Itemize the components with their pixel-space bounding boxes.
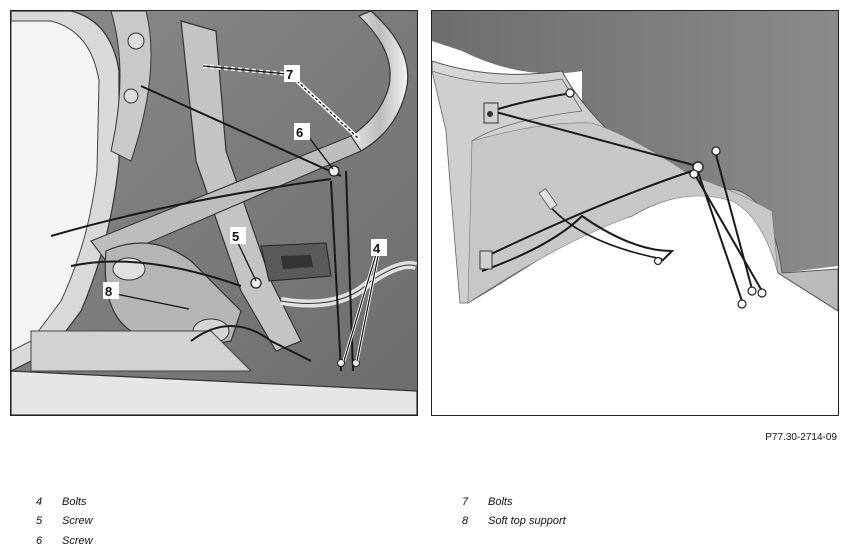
legend-number: 7 — [462, 495, 469, 508]
callout-7: 7 — [286, 67, 293, 82]
legend-item: 4 Bolts — [36, 492, 93, 512]
legend-item: 7 Bolts — [462, 492, 566, 512]
callout-8: 8 — [105, 284, 112, 299]
right-illustration-panel — [431, 10, 839, 416]
soft-top-cable-illustration — [432, 11, 838, 415]
legend-item: 5 Screw — [36, 512, 93, 532]
figure-reference-code: P77.30-2714-09 — [765, 432, 837, 443]
callout-6: 6 — [296, 125, 303, 140]
legend-item: 6 Screw — [36, 531, 93, 551]
legend-text: Bolts — [488, 495, 513, 508]
soft-top-mechanism-illustration: 7 6 5 4 8 — [11, 11, 417, 415]
legend-text: Screw — [62, 534, 93, 547]
legend-number: 5 — [36, 515, 43, 528]
legend-text: Screw — [62, 515, 93, 528]
legend-text: Soft top support — [488, 515, 566, 528]
legend-text: Bolts — [62, 495, 87, 508]
legend-item: 8 Soft top support — [462, 512, 566, 532]
callout-5: 5 — [232, 229, 239, 244]
legend-number: 4 — [36, 495, 43, 508]
legend-number: 8 — [462, 515, 469, 528]
callout-4: 4 — [373, 241, 381, 256]
legend-right-column: 7 Bolts 8 Soft top support — [462, 492, 566, 531]
legend-left-column: 4 Bolts 5 Screw 6 Screw — [36, 492, 93, 551]
left-illustration-panel: 7 6 5 4 8 — [10, 10, 418, 416]
legend-number: 6 — [36, 534, 43, 547]
